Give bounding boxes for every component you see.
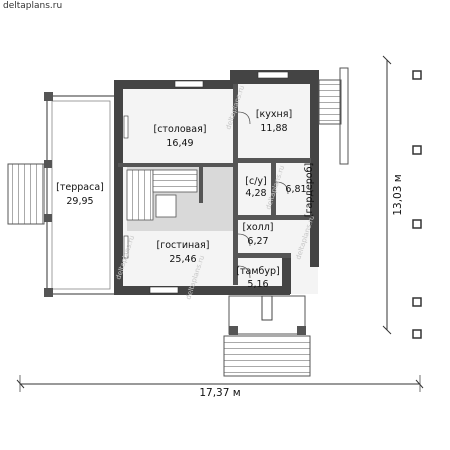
room-hall-area: 6,27	[247, 236, 268, 247]
room-terrace-name: [терраса]	[56, 182, 104, 193]
room-vestibule-name: [тамбур]	[236, 266, 279, 277]
room-bathroom-name: [с/у]	[245, 176, 266, 187]
terrace-stairs	[7, 163, 45, 225]
entrance-porch	[223, 295, 311, 377]
interior-staircase	[126, 167, 203, 221]
room-dining-area: 16,49	[166, 138, 193, 149]
room-vestibule-area: 5,16	[247, 279, 268, 290]
door-wardrobe	[275, 181, 289, 195]
room-living-name: [гостиная]	[157, 240, 210, 251]
room-wardrobe-area: 6,81	[285, 184, 306, 195]
terrace	[44, 92, 116, 297]
room-hall-name: [холл]	[243, 222, 274, 233]
room-bathroom-area: 4,28	[245, 188, 266, 199]
room-living-area: 25,46	[169, 254, 196, 265]
side-railing	[339, 67, 349, 165]
width-dimension	[16, 375, 424, 392]
axis-markers	[412, 70, 422, 339]
room-dining-name: [столовая]	[153, 124, 206, 135]
kitchen-side-stairs	[318, 79, 342, 125]
room-terrace-area: 29,95	[66, 196, 93, 207]
door-hall	[237, 233, 251, 247]
room-kitchen-area: 11,88	[260, 123, 287, 134]
door-vestibule	[237, 265, 251, 279]
door-kitchen	[237, 111, 251, 125]
width-label: 17,37 м	[199, 387, 240, 399]
height-dimension	[382, 55, 392, 335]
room-kitchen-name: [кухня]	[256, 109, 292, 120]
site-watermark-text: deltaplans.ru	[3, 1, 63, 11]
room-wardrobe-name: [гардероб]	[304, 163, 315, 217]
height-label: 13,03 м	[392, 174, 404, 215]
